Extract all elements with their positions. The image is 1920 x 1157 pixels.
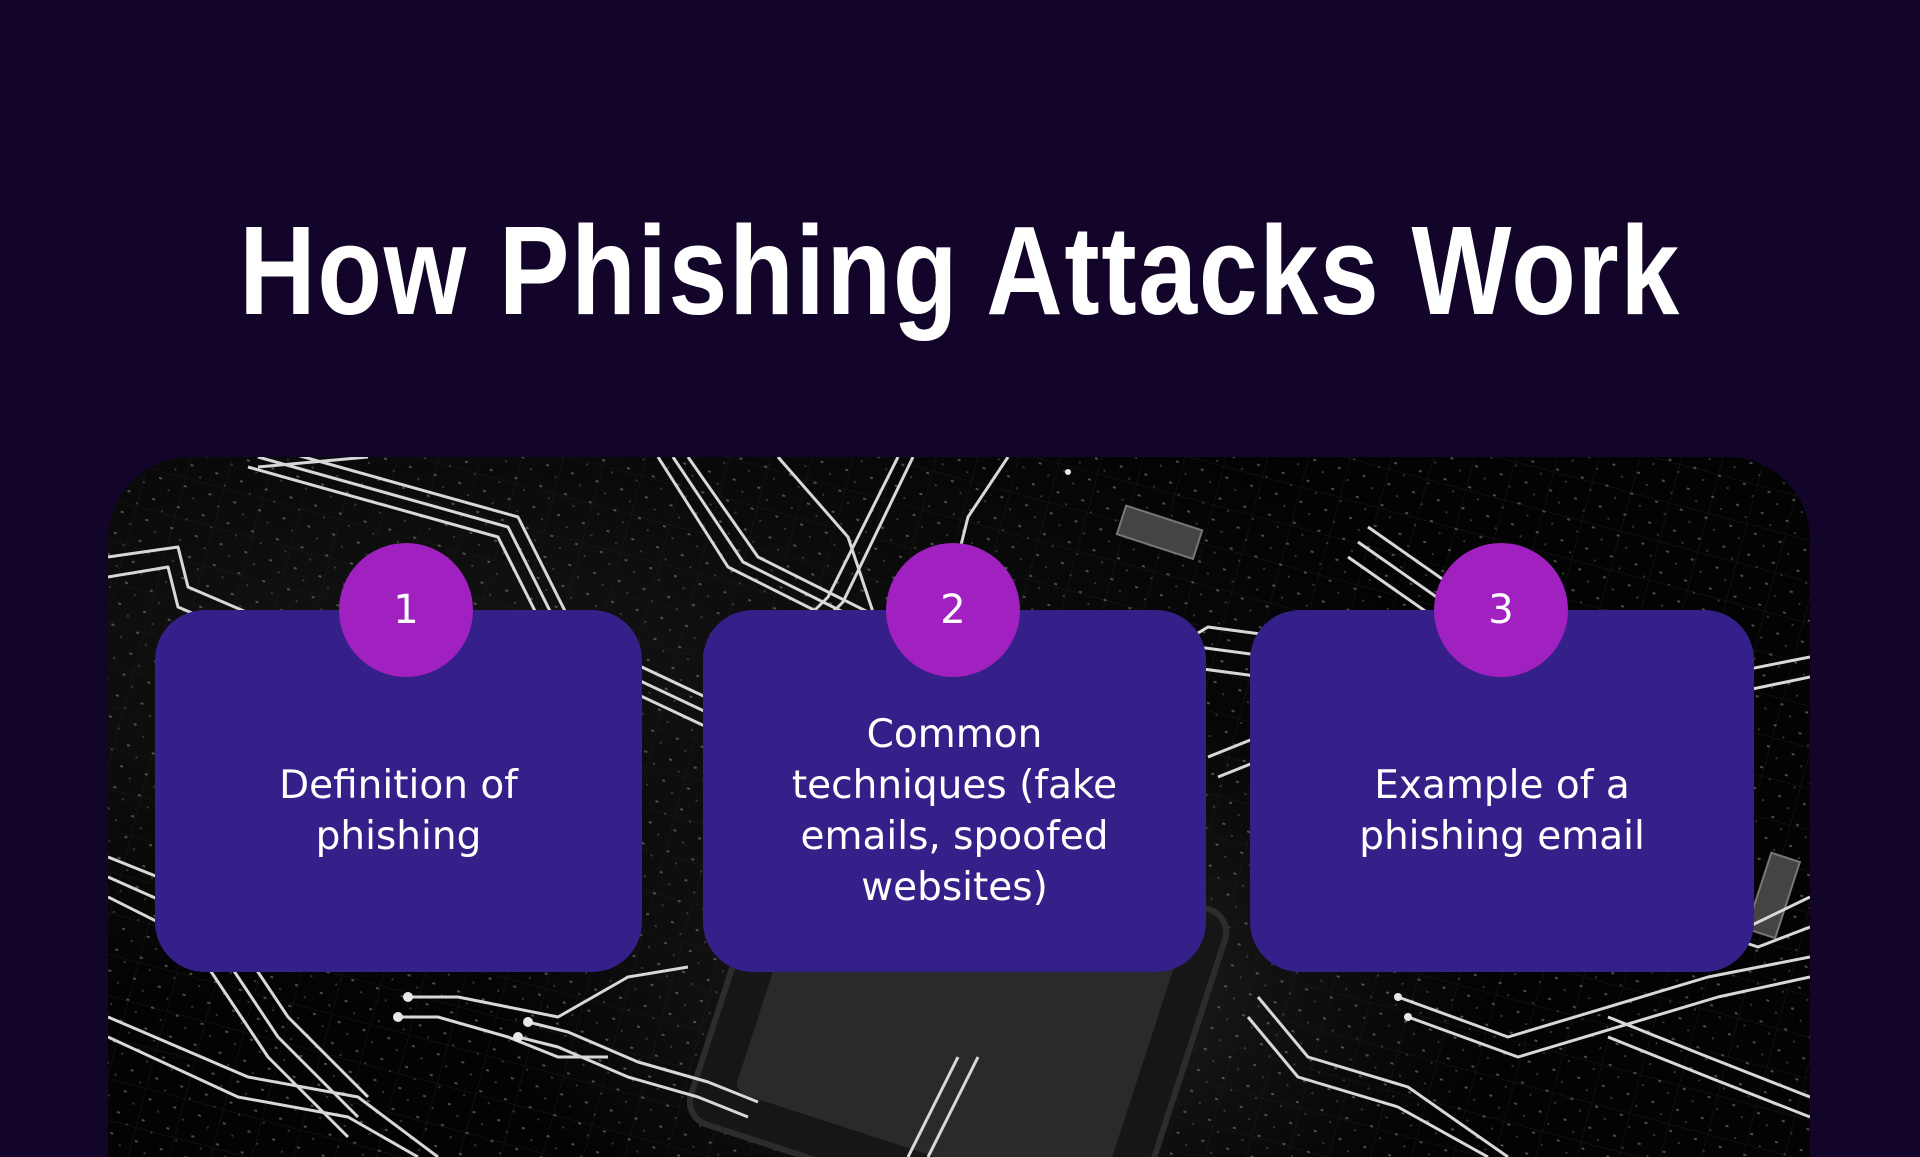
step-number: 3 — [1488, 587, 1514, 633]
step-number-badge-2: 2 — [886, 543, 1020, 677]
step-number: 1 — [393, 587, 419, 633]
slide-title: How Phishing Attacks Work — [239, 200, 1681, 341]
step-number-badge-3: 3 — [1434, 543, 1568, 677]
title-container: How Phishing Attacks Work — [0, 196, 1920, 346]
step-text: Example of a phishing email — [1359, 763, 1645, 859]
step-number: 2 — [940, 587, 966, 633]
step-text: Common techniques (fake emails, spoofed … — [791, 712, 1118, 910]
step-number-badge-1: 1 — [339, 543, 473, 677]
step-text: Definition of phishing — [279, 763, 518, 859]
slide: How Phishing Attacks Work — [0, 196, 1920, 1157]
